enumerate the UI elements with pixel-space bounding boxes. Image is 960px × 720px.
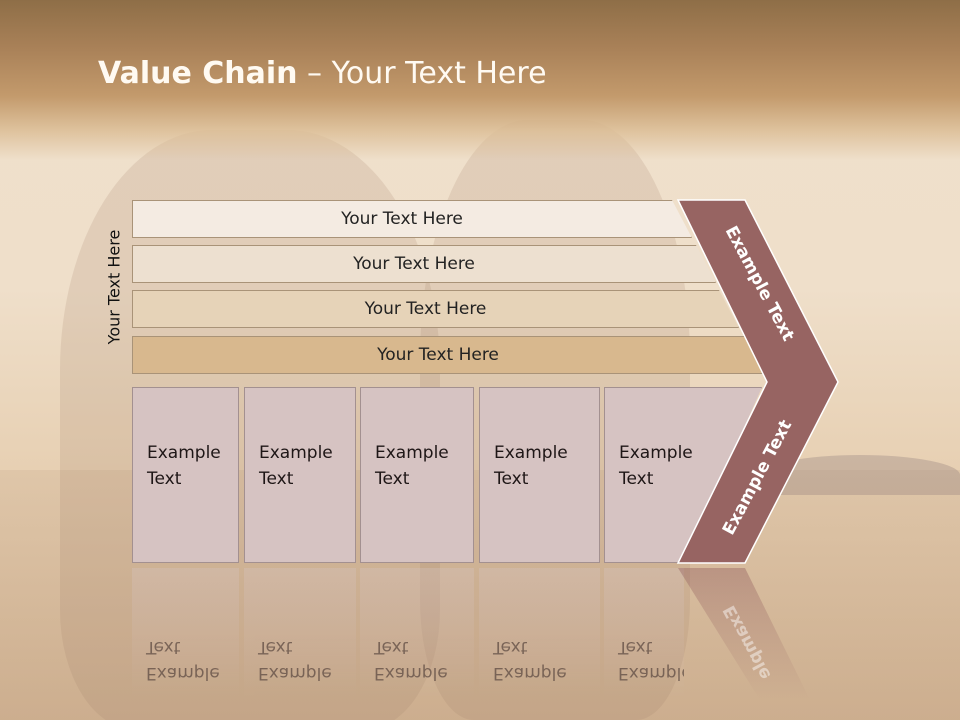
chevron-reflection	[678, 568, 810, 700]
title-bold: Value Chain	[98, 56, 298, 91]
bar-2: Your Text Here	[132, 245, 716, 283]
cell-line2: Text	[619, 469, 654, 489]
cell-line1: Example	[147, 443, 221, 463]
activity-cell-2: Example Text	[244, 387, 356, 563]
cell-line1: Example	[375, 443, 449, 463]
activity-cell-4: Example Text	[479, 387, 600, 563]
cell-line1: Example	[619, 443, 693, 463]
bar-label: Your Text Here	[353, 254, 475, 274]
slide-title: Value Chain – Your Text Here	[98, 56, 547, 91]
cell-line2: Text	[147, 469, 182, 489]
title-rest: – Your Text Here	[297, 56, 547, 91]
bar-4: Your Text Here	[132, 336, 764, 374]
activity-cell-1: Example Text	[132, 387, 239, 563]
bar-label: Your Text Here	[341, 209, 463, 229]
bar-label: Your Text Here	[377, 345, 499, 365]
chevron-shape	[676, 199, 839, 564]
bar-label: Your Text Here	[364, 299, 487, 319]
bar-3: Your Text Here	[132, 290, 739, 328]
cell-line2: Text	[259, 469, 294, 489]
cell-line1: Example	[494, 443, 568, 463]
activity-cell-3: Example Text	[360, 387, 474, 563]
cell-line1: Example	[259, 443, 333, 463]
cell-line2: Text	[375, 469, 410, 489]
cell-line2: Text	[494, 469, 529, 489]
title-banner	[0, 0, 960, 160]
bar-1: Your Text Here	[132, 200, 692, 238]
